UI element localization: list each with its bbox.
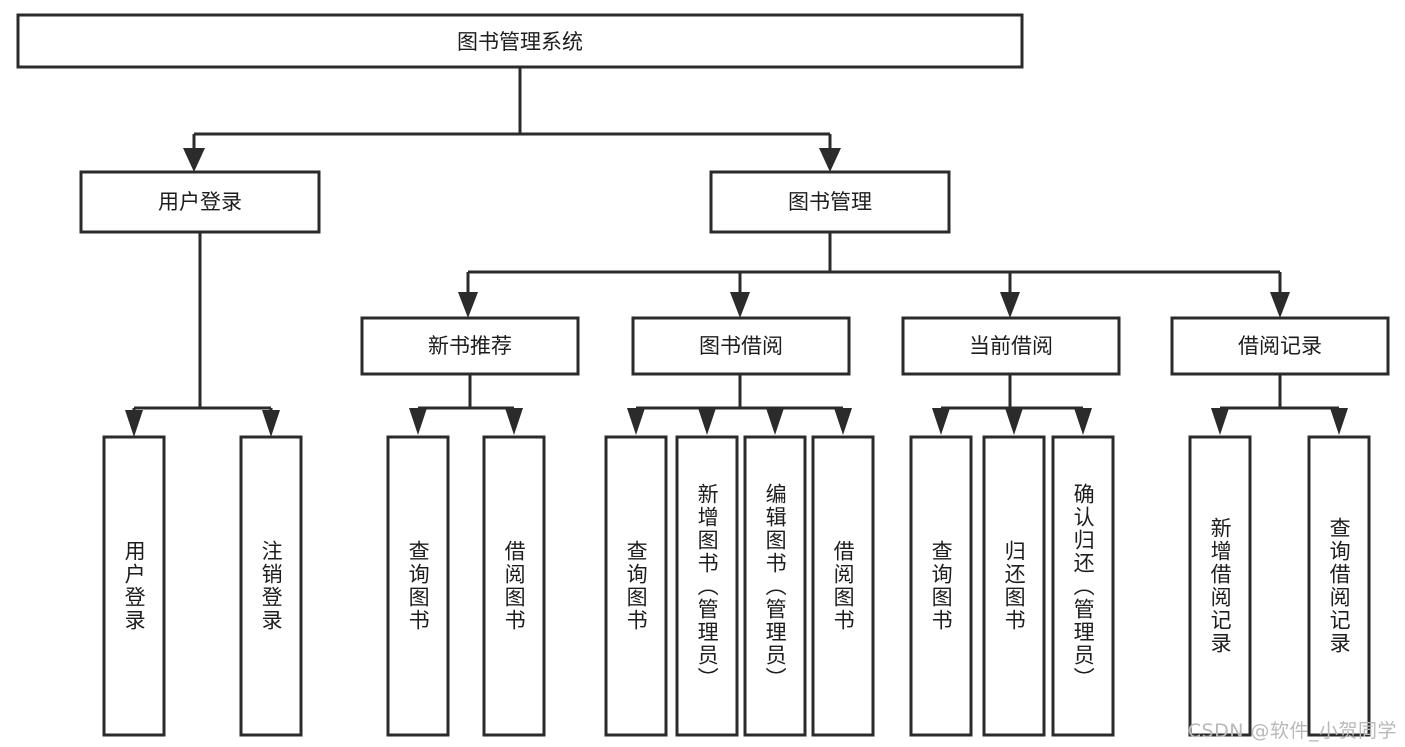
- arrow-head-icon: [1000, 292, 1020, 318]
- arrow-head-icon: [1270, 292, 1290, 318]
- connector-newbook-to-leaves: [409, 374, 523, 435]
- node-borrow-record-box[interactable]: [1170, 316, 1390, 376]
- node-user-login[interactable]: 用户登录: [79, 170, 321, 234]
- leaf-box-borrow-book-2[interactable]: [811, 435, 875, 737]
- connector-root-to-level2: [183, 67, 841, 172]
- node-root-label: 图书管理系统: [457, 30, 583, 54]
- node-book-management-label: 图书管理: [788, 190, 872, 214]
- connector-borrowrecord-to-leaves: [1211, 374, 1348, 435]
- node-user-login-box[interactable]: [79, 170, 321, 234]
- node-book-borrow[interactable]: 图书借阅: [631, 316, 851, 376]
- arrow-head-icon: [932, 408, 950, 435]
- arrow-head-icon: [766, 408, 784, 435]
- leaf-box-logout-login[interactable]: [239, 435, 303, 737]
- leaf-box-query-book-2[interactable]: [604, 435, 668, 737]
- watermark-text: CSDN @软件_小贺同学: [1187, 720, 1397, 742]
- node-current-borrow[interactable]: 当前借阅: [901, 316, 1121, 376]
- arrow-head-icon: [409, 408, 427, 435]
- arrow-head-icon: [819, 148, 841, 172]
- arrow-head-icon: [1330, 408, 1348, 435]
- connector-userlogin-to-leaves: [125, 232, 280, 437]
- arrow-head-icon: [262, 410, 280, 437]
- leaf-box-user-login[interactable]: [102, 435, 166, 737]
- leaf-box-add-record[interactable]: [1188, 435, 1252, 737]
- leaf-box-query-book-1[interactable]: [386, 435, 450, 737]
- arrow-head-icon: [1074, 408, 1092, 435]
- arrow-head-icon: [458, 292, 478, 318]
- leaf-box-return-book[interactable]: [982, 435, 1046, 737]
- node-current-borrow-label: 当前借阅: [969, 334, 1053, 358]
- node-borrow-record-label: 借阅记录: [1238, 334, 1322, 358]
- node-book-borrow-box[interactable]: [631, 316, 851, 376]
- arrow-head-icon: [183, 148, 205, 172]
- connector-bookmgmt-to-level3: [458, 232, 1290, 318]
- node-user-login-label: 用户登录: [158, 190, 242, 214]
- arrow-head-icon: [125, 410, 143, 437]
- connector-bookborrow-to-leaves: [627, 374, 852, 435]
- leaf-box-query-record[interactable]: [1307, 435, 1371, 737]
- leaf-box-borrow-book-1[interactable]: [482, 435, 546, 737]
- connector-currentborrow-to-leaves: [932, 374, 1092, 435]
- node-new-book-recommend[interactable]: 新书推荐: [360, 316, 580, 376]
- arrow-head-icon: [730, 292, 750, 318]
- node-new-book-recommend-label: 新书推荐: [428, 334, 512, 358]
- leaf-boxes: [102, 435, 1371, 737]
- leaf-box-edit-book[interactable]: [743, 435, 807, 737]
- node-new-book-recommend-box[interactable]: [360, 316, 580, 376]
- arrow-head-icon: [834, 408, 852, 435]
- node-book-borrow-label: 图书借阅: [699, 334, 783, 358]
- leaf-box-query-book-3[interactable]: [909, 435, 973, 737]
- node-book-management[interactable]: 图书管理: [709, 170, 951, 234]
- arrow-head-icon: [1005, 408, 1023, 435]
- node-book-management-box[interactable]: [709, 170, 951, 234]
- arrow-head-icon: [698, 408, 716, 435]
- leaf-box-add-book[interactable]: [675, 435, 739, 737]
- arrow-head-icon: [505, 408, 523, 435]
- node-current-borrow-box[interactable]: [901, 316, 1121, 376]
- node-root-box[interactable]: [16, 13, 1024, 69]
- node-borrow-record[interactable]: 借阅记录: [1170, 316, 1390, 376]
- leaf-box-confirm-return[interactable]: [1051, 435, 1115, 737]
- node-root[interactable]: 图书管理系统: [16, 13, 1024, 69]
- arrow-head-icon: [627, 408, 645, 435]
- arrow-head-icon: [1211, 408, 1229, 435]
